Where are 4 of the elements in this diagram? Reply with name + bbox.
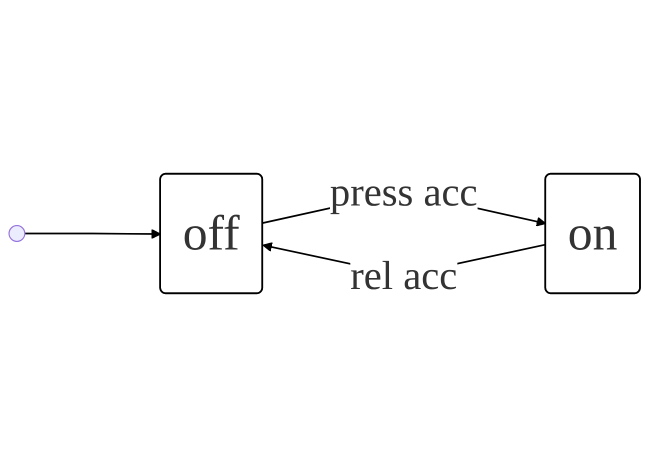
edge-label: rel acc (350, 252, 458, 298)
edge-label: press acc (330, 169, 478, 214)
node-circle (8, 225, 26, 242)
arrow (24, 229, 162, 239)
